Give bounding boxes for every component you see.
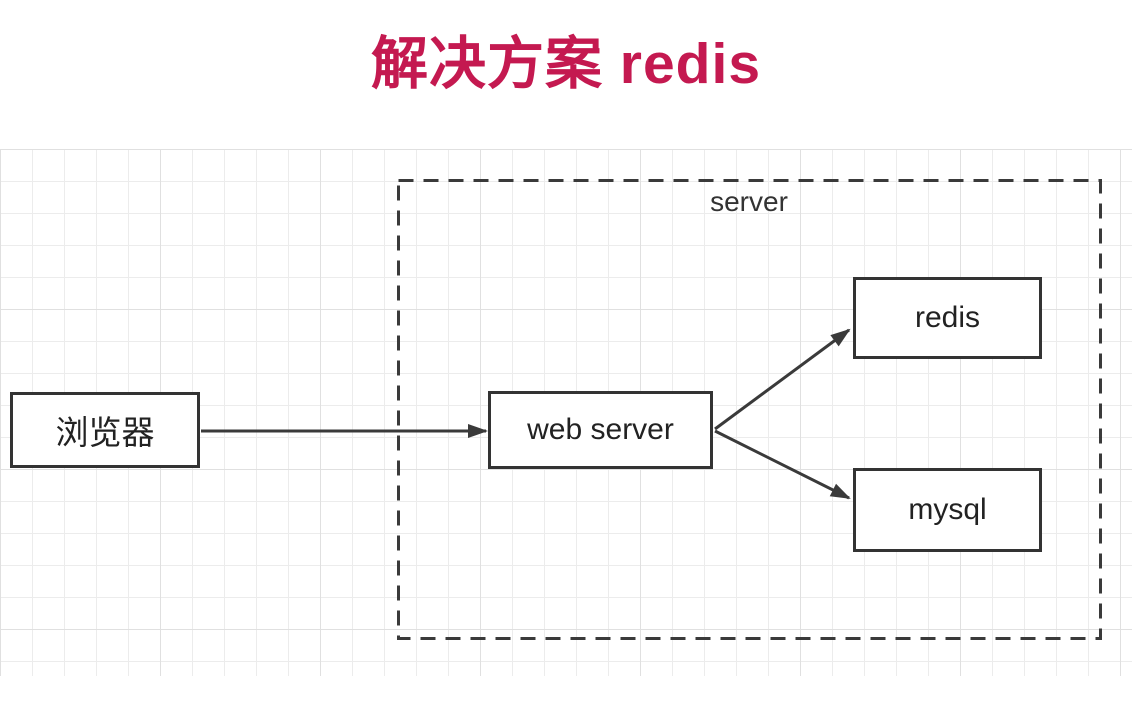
node-redis: redis (853, 277, 1042, 359)
node-web-server-label: web server (527, 413, 674, 446)
node-browser-label: 浏览器 (55, 414, 155, 451)
node-redis-label: redis (914, 301, 981, 334)
node-web-server: web server (488, 391, 713, 469)
node-browser: 浏览器 (10, 392, 200, 468)
node-mysql: mysql (853, 468, 1042, 552)
node-mysql-label: mysql (908, 493, 987, 526)
page-title: 解决方案 redis (370, 32, 762, 96)
server-group-label: server (710, 186, 788, 217)
